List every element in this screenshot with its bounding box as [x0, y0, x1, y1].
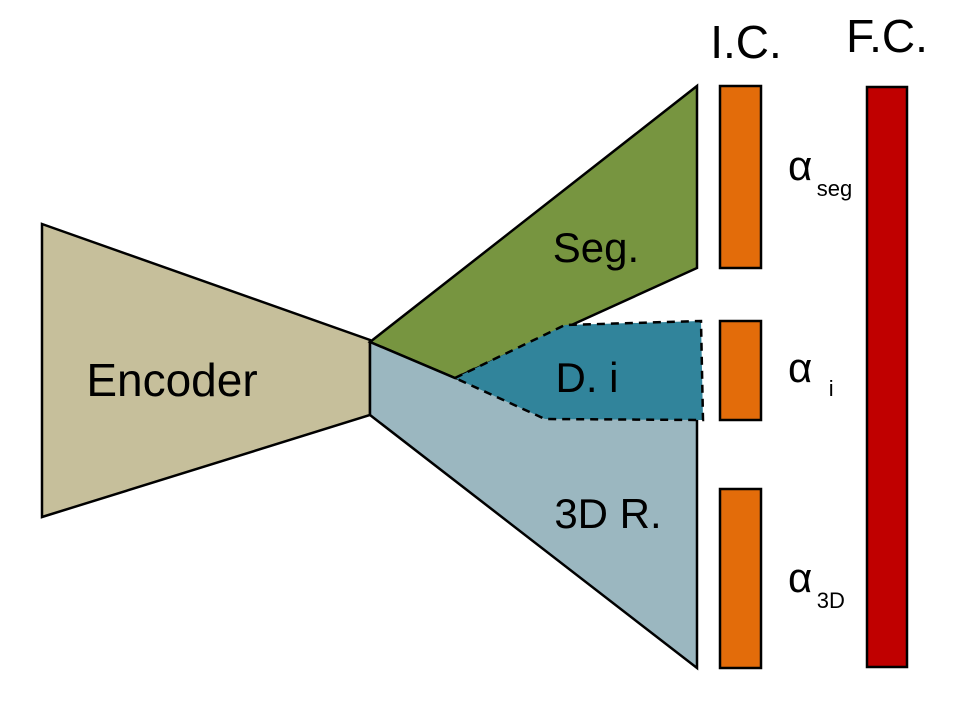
depth-intermediate-bar: [718, 319, 763, 422]
recon-branch: [368, 340, 699, 671]
recon-branch-label: 3D R.: [554, 490, 661, 537]
seg-weight-symbol: α: [788, 142, 812, 189]
seg-weight-label: α seg: [788, 142, 852, 201]
final-classifier-bar: [865, 85, 909, 669]
seg-weight-subscript: seg: [817, 176, 852, 201]
intermediate-classifier-header: I.C.: [710, 16, 782, 68]
depth-branch-label: D. i: [556, 354, 619, 401]
depth-branch: [452, 319, 705, 422]
recon-weight-symbol: α: [788, 554, 812, 601]
depth-weight-symbol: α: [788, 344, 812, 391]
recon-weight-label: α 3D: [788, 554, 845, 613]
seg-intermediate-bar: [718, 84, 763, 270]
recon-intermediate-bar: [718, 487, 763, 670]
final-classifier-header: F.C.: [846, 10, 928, 62]
encoder-label: Encoder: [86, 354, 257, 406]
recon-weight-subscript: 3D: [817, 588, 845, 613]
depth-weight-label: α i: [788, 344, 834, 401]
depth-weight-subscript: i: [829, 376, 834, 401]
seg-branch-label: Seg.: [553, 224, 639, 271]
